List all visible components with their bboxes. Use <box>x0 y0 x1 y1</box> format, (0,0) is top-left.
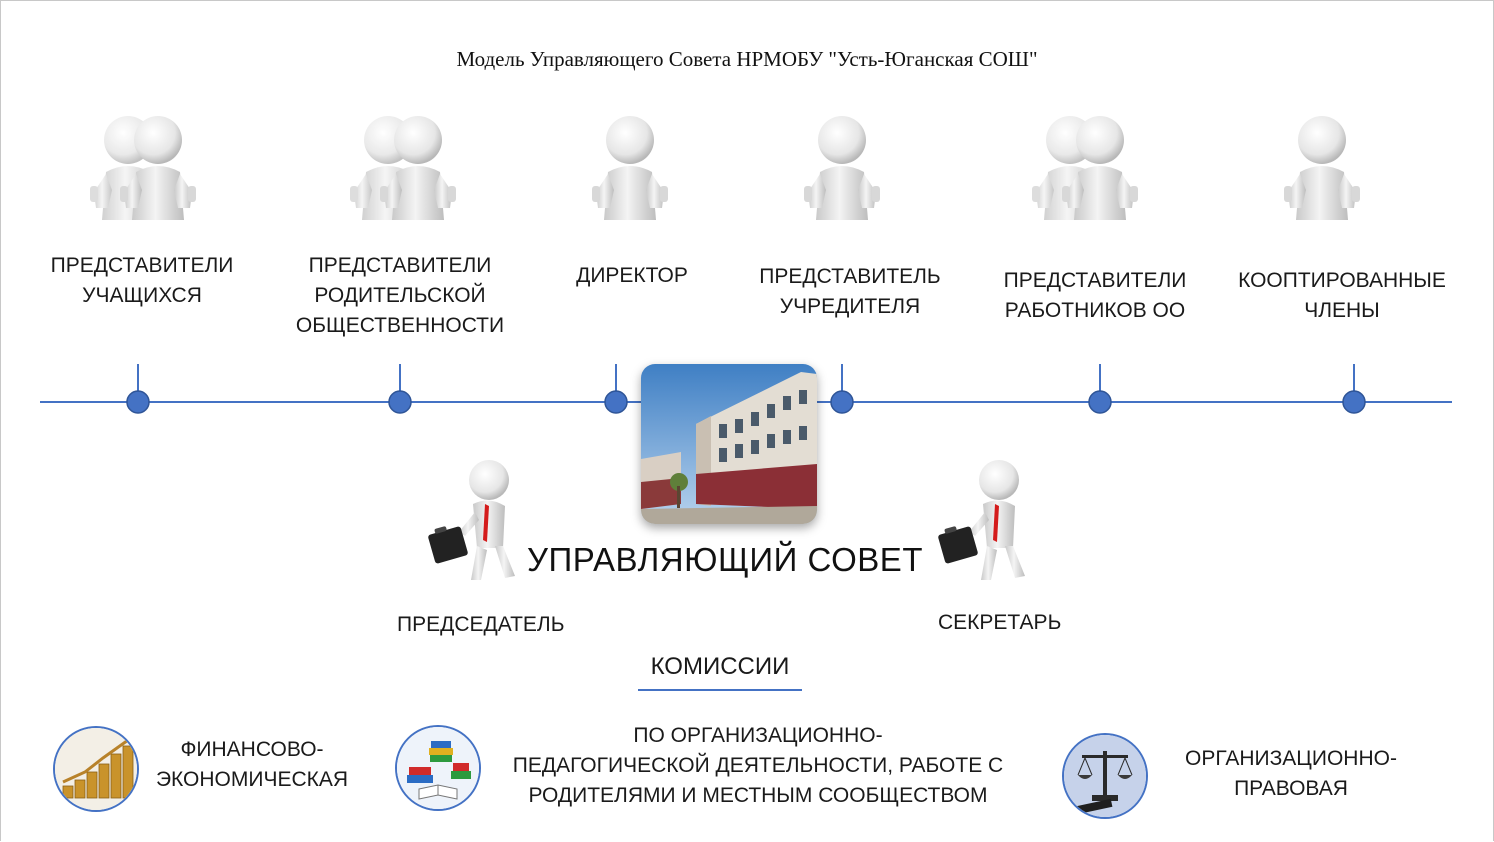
page-title: Модель Управляющего Совета НРМОБУ "Усть-… <box>456 47 1038 71</box>
council-title: УПРАВЛЯЮЩИЙ СОВЕТ <box>527 541 923 578</box>
scales-of-justice-icon <box>1062 733 1148 819</box>
chairman-label: ПРЕДСЕДАТЕЛЬ <box>397 613 565 636</box>
member-label-parents: ПРЕДСТАВИТЕЛИ РОДИТЕЛЬСКОЙ ОБЩЕСТВЕННОСТ… <box>295 254 505 337</box>
secretary-label: СЕКРЕТАРЬ <box>938 611 1062 634</box>
person-thumbs-up-icon <box>1284 116 1360 220</box>
member-label-staff: ПРЕДСТАВИТЕЛИ РАБОТНИКОВ ОО <box>1003 269 1187 322</box>
gold-coins-growth-icon <box>53 726 139 812</box>
commission-label-legal: ОРГАНИЗАЦИОННО- ПРАВОВАЯ <box>1185 747 1397 800</box>
member-label-students: ПРЕДСТАВИТЕЛИ УЧАЩИХСЯ <box>50 254 234 307</box>
commission-label-pedagogical: ПО ОРГАНИЗАЦИОННО- ПЕДАГОГИЧЕСКОЙ ДЕЯТЕЛ… <box>512 724 1004 807</box>
books-icon <box>395 725 481 811</box>
member-label-director: ДИРЕКТОР <box>576 264 688 287</box>
group-of-two-thumbs-up-icon <box>1032 116 1138 220</box>
businessman-briefcase-icon <box>938 460 1025 580</box>
person-thumbs-up-icon <box>804 116 880 220</box>
commissions-title: КОМИССИИ <box>638 653 802 691</box>
group-of-two-thumbs-up-icon <box>350 116 456 220</box>
businessman-briefcase-icon <box>428 460 515 580</box>
member-label-founder: ПРЕДСТАВИТЕЛЬ УЧРЕДИТЕЛЯ <box>759 265 941 318</box>
group-of-two-thumbs-up-icon <box>90 116 196 220</box>
commission-label-finance: ФИНАНСОВО- ЭКОНОМИЧЕСКАЯ <box>155 738 349 791</box>
school-building-photo <box>641 364 817 524</box>
member-label-coopted: КООПТИРОВАННЫЕ ЧЛЕНЫ <box>1238 269 1446 322</box>
person-thumbs-up-icon <box>592 116 668 220</box>
